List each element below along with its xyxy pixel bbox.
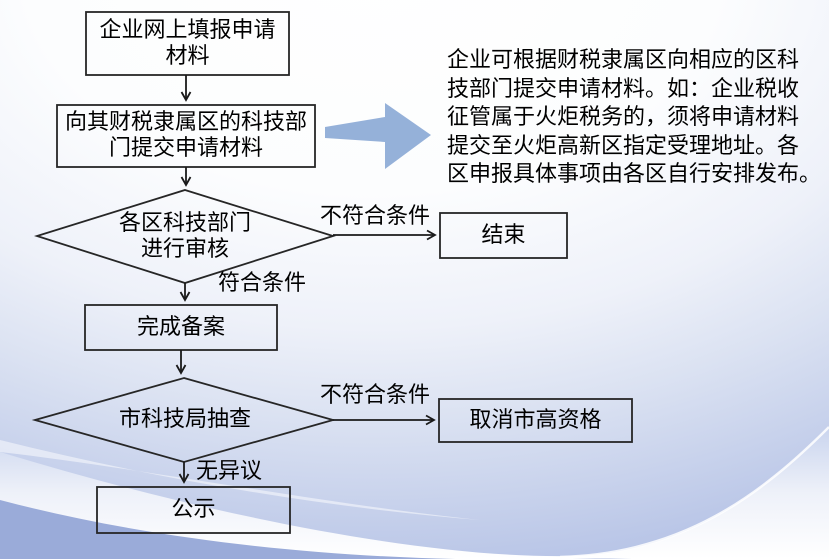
side-note-text: 企业可根据财税隶属区向相应的区科 技部门提交申请材料。如：企业税收 征管属于火炬… [447,48,822,187]
swoosh-highlight-line [559,426,829,559]
swoosh-light-band [0,427,829,559]
edge-label-not-qualified-2: 不符合条件 [320,383,431,408]
flow-shape-cancel-box [438,398,633,443]
flow-node-label-review: 各区科技部门 进行审核 [118,211,251,262]
swoosh-bottom-band [0,500,632,559]
flow-node-label-publicity: 公示 [171,497,216,522]
flow-shape-publicity-box [96,486,291,534]
flow-node-label-spotcheck: 市科技局抽查 [118,407,251,432]
flow-node-label-end: 结束 [481,222,526,248]
flow-node-label-filing: 完成备案 [136,314,225,340]
flow-shape-start-box [85,11,290,76]
edge-label-not-qualified-1: 不符合条件 [320,204,431,229]
callout-right-arrow [325,103,431,169]
flow-node-label-start: 企业网上填报申请 材料 [99,17,276,69]
flow-node-label-cancel: 取消市高资格 [469,407,602,433]
edge-label-no-objection: 无异议 [196,459,263,484]
edge-label-qualified: 符合条件 [218,271,307,296]
flow-shape-end-box [439,212,568,259]
flow-node-label-submit: 向其财税隶属区的科技部 门提交申请材料 [64,110,307,161]
